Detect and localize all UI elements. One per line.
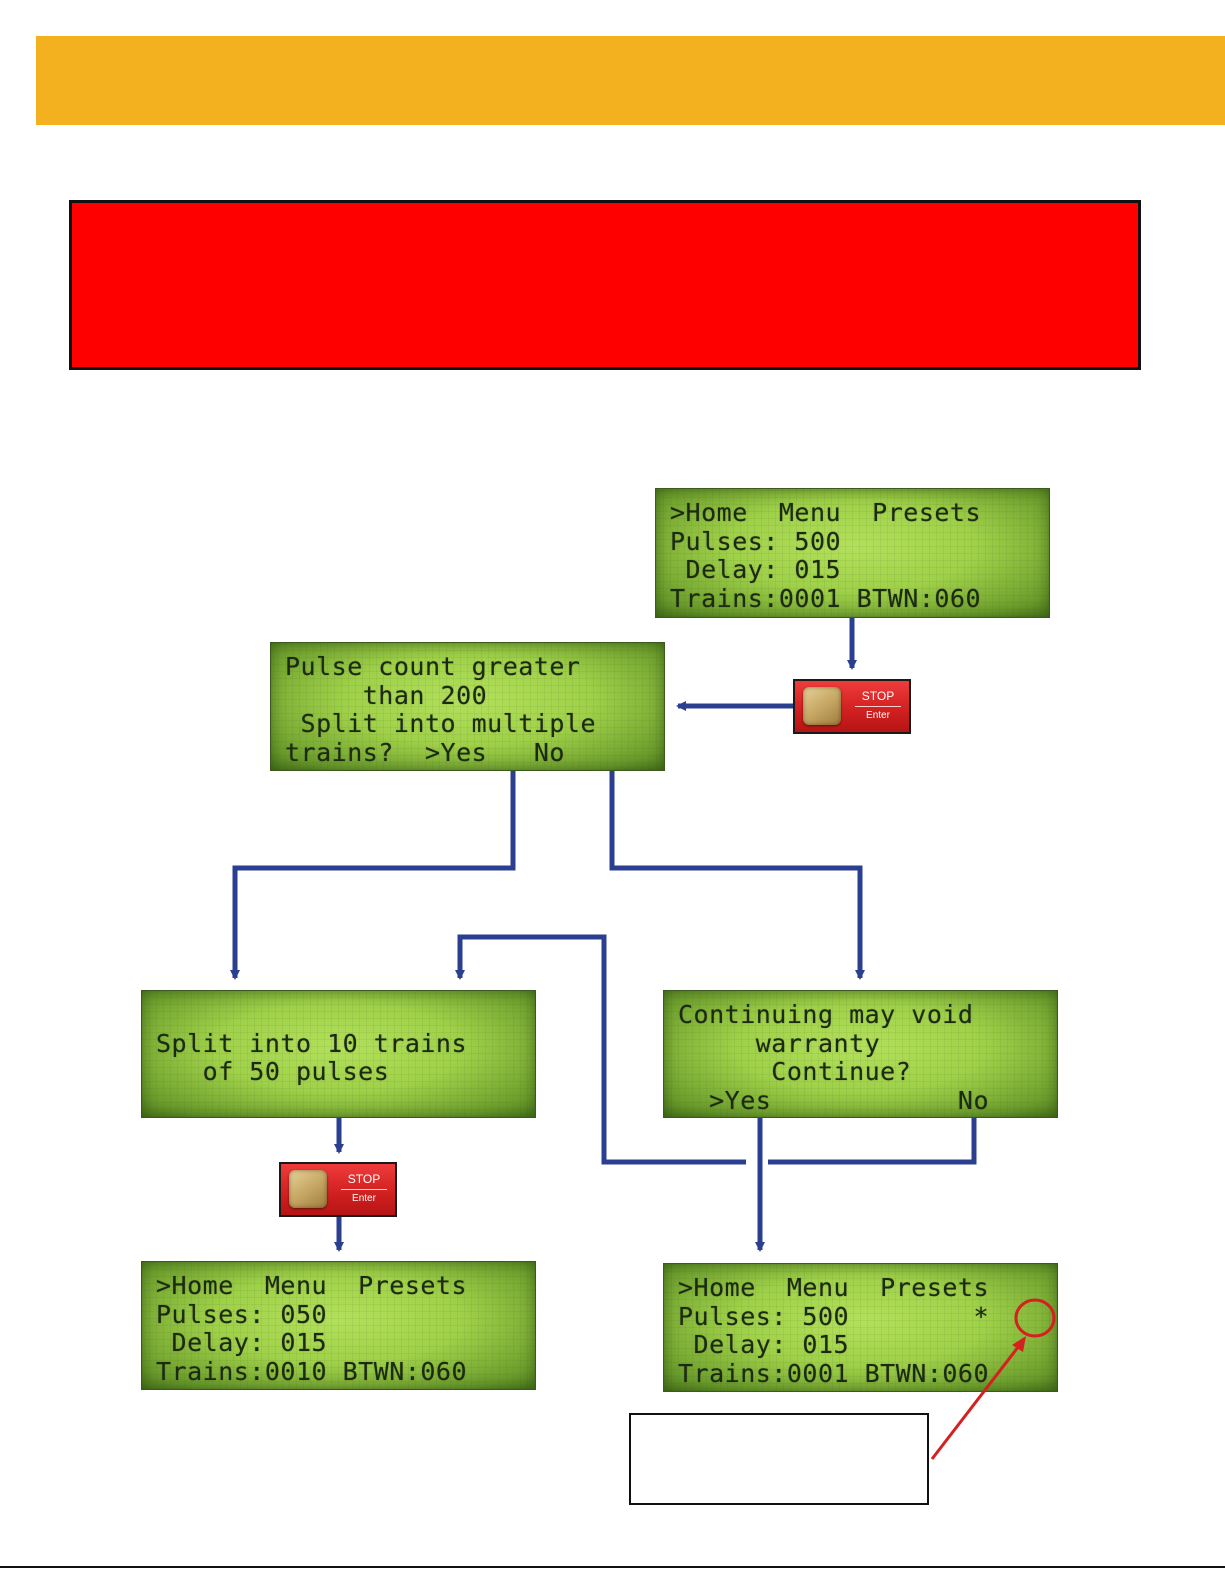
lcd-warranty-warning: Continuing may void warranty Continue? >… — [663, 990, 1058, 1118]
lcd-line: >Home Menu Presets — [156, 1271, 468, 1300]
stop-enter-button[interactable]: STOP Enter — [793, 679, 911, 734]
callout-arrow-icon — [930, 1341, 1024, 1460]
header-band — [36, 36, 1225, 125]
label-divider — [855, 706, 901, 707]
callout-arrowhead-icon — [1012, 1336, 1026, 1352]
note-box — [629, 1413, 929, 1505]
flow-arrow-icon — [230, 771, 516, 980]
lcd-line: than 200 — [285, 680, 488, 710]
stop-label: STOP — [861, 689, 895, 703]
lcd-line: Pulses: 500 * — [678, 1301, 990, 1331]
lcd-line: Delay: 015 — [678, 1330, 850, 1359]
lcd-line: Pulses: 500 — [670, 526, 842, 556]
lcd-line: >Yes No — [678, 1085, 990, 1115]
lcd-line: Continuing may void — [678, 1000, 974, 1029]
flow-arrow-icon — [609, 771, 865, 980]
stop-label: STOP — [347, 1172, 381, 1186]
lcd-line: >Home Menu Presets — [678, 1273, 990, 1302]
red-circle-callout-icon — [1014, 1298, 1056, 1338]
stop-enter-button-2[interactable]: STOP Enter — [279, 1162, 397, 1217]
warning-box — [69, 200, 1141, 370]
lcd-line: Trains:0001 BTWN:060 — [678, 1358, 990, 1388]
enter-label: Enter — [352, 1193, 376, 1204]
lcd-line: >Home Menu Presets — [670, 498, 982, 527]
lcd-line: warranty — [678, 1028, 881, 1058]
lcd-line: Continue? — [678, 1057, 912, 1086]
lcd-line: Trains:0010 BTWN:060 — [156, 1356, 468, 1386]
button-pad-icon — [289, 1170, 327, 1208]
lcd-line: Split into multiple — [285, 709, 597, 738]
lcd-line: Delay: 015 — [156, 1328, 328, 1357]
lcd-line: trains? >Yes No — [285, 737, 565, 767]
flow-arrow-icon — [460, 934, 977, 1165]
lcd-line: Pulse count greater — [285, 652, 581, 681]
lcd-line: Delay: 015 — [670, 555, 842, 584]
lcd-line: Split into 10 trains — [156, 1028, 468, 1058]
button-pad-icon — [803, 687, 841, 725]
lcd-line: Pulses: 050 — [156, 1299, 328, 1329]
enter-label: Enter — [866, 710, 890, 721]
lcd-line: of 50 pulses — [156, 1057, 390, 1086]
bottom-rule — [0, 1566, 1225, 1568]
label-divider — [341, 1189, 387, 1190]
lcd-split-info: Split into 10 trains of 50 pulses — [141, 990, 536, 1118]
lcd-pulse-warning: Pulse count greater than 200 Split into … — [270, 642, 665, 771]
lcd-line: Trains:0001 BTWN:060 — [670, 583, 982, 613]
